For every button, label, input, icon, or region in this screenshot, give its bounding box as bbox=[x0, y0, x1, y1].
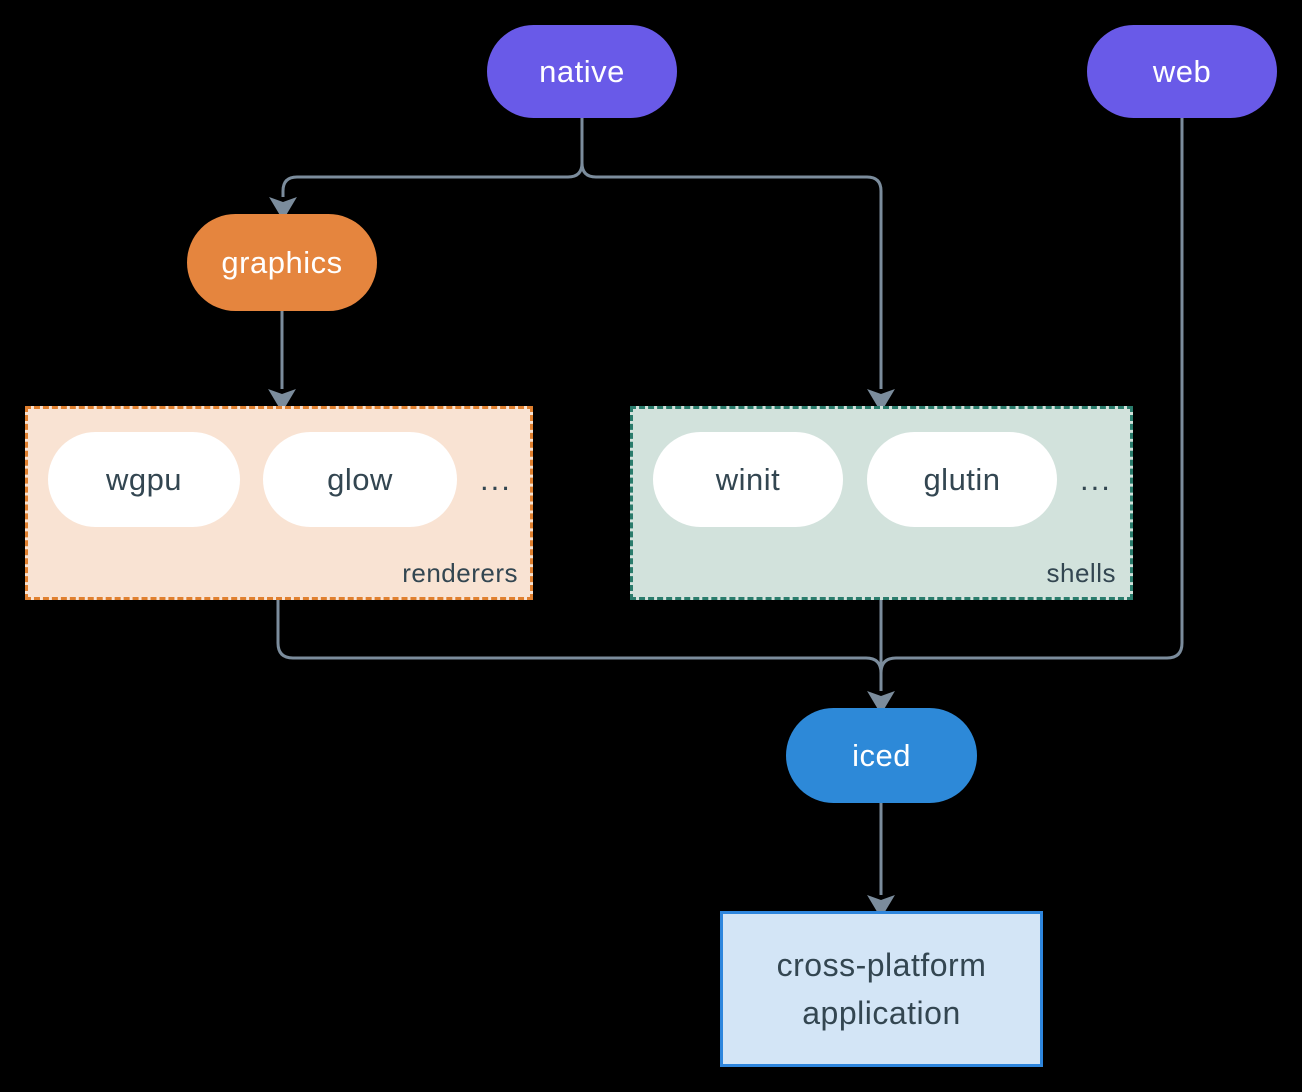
group-renderers: wgpu glow ... renderers bbox=[25, 406, 533, 600]
node-glow-label: glow bbox=[327, 461, 393, 497]
node-winit: winit bbox=[653, 432, 843, 527]
node-web-label: web bbox=[1152, 53, 1212, 89]
edge-native-graphics bbox=[269, 118, 584, 221]
shells-ellipsis: ... bbox=[1080, 461, 1112, 497]
application-label-line1: cross-platform bbox=[776, 947, 987, 983]
edge-native-shells bbox=[580, 118, 895, 413]
node-iced-label: iced bbox=[852, 737, 911, 773]
node-application: cross-platform application bbox=[720, 911, 1043, 1067]
application-label-line2: application bbox=[802, 995, 961, 1031]
node-web: web bbox=[1087, 25, 1277, 118]
group-shells: winit glutin ... shells bbox=[630, 406, 1133, 600]
renderers-ellipsis: ... bbox=[480, 461, 512, 497]
node-wgpu-label: wgpu bbox=[105, 461, 183, 497]
node-glutin: glutin bbox=[867, 432, 1057, 527]
node-iced: iced bbox=[786, 708, 977, 803]
node-glutin-label: glutin bbox=[923, 461, 1001, 497]
node-glow: glow bbox=[263, 432, 457, 527]
node-winit-label: winit bbox=[715, 461, 781, 497]
renderers-group-label: renderers bbox=[402, 558, 518, 588]
shells-group-label: shells bbox=[1046, 558, 1116, 588]
edge-renderers-iced bbox=[276, 600, 883, 674]
node-native: native bbox=[487, 25, 677, 118]
node-native-label: native bbox=[539, 53, 625, 89]
node-wgpu: wgpu bbox=[48, 432, 240, 527]
edge-web-iced bbox=[879, 118, 1184, 674]
node-graphics: graphics bbox=[187, 214, 377, 311]
node-graphics-label: graphics bbox=[221, 244, 343, 280]
